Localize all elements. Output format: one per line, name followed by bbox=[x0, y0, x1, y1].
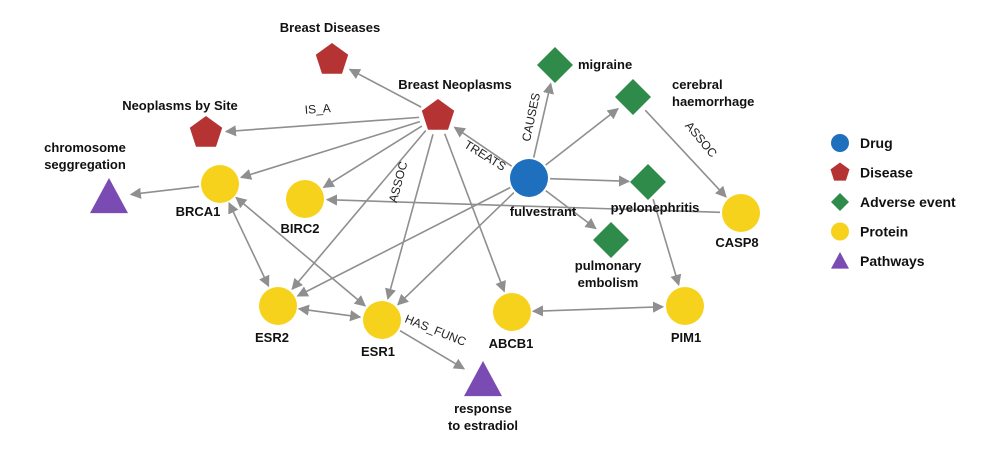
edge-label-treats: TREATS bbox=[462, 137, 509, 173]
legend-protein-icon bbox=[831, 222, 849, 241]
legend-label: Drug bbox=[860, 135, 893, 151]
edge-breast_neoplasms-to-breast_diseases bbox=[348, 68, 422, 108]
node-label-esr1: ESR1 bbox=[361, 344, 395, 359]
legend-item-drug: Drug bbox=[831, 134, 893, 152]
protein-icon bbox=[259, 287, 297, 325]
node-label-birc2: BIRC2 bbox=[280, 221, 319, 236]
legend-adverse-event-icon bbox=[831, 193, 849, 211]
node-label-migraine: migraine bbox=[578, 57, 632, 72]
edge-label-has_func: HAS_FUNC bbox=[403, 312, 469, 349]
legend-drug-icon bbox=[831, 134, 849, 152]
edge-label-assoc_1: ASSOC bbox=[386, 160, 410, 205]
edge-esr2-to-esr1 bbox=[297, 304, 362, 322]
adverse-event-icon bbox=[593, 222, 629, 258]
node-label-casp8: CASP8 bbox=[715, 235, 758, 250]
edge-cerebral_haemorrhage-to-casp8 bbox=[644, 109, 727, 198]
node-pyelonephritis: pyelonephritis bbox=[611, 164, 700, 215]
protein-icon bbox=[201, 165, 239, 203]
legend-disease-icon bbox=[830, 162, 850, 181]
edge-fulvestrant-to-breast_neoplasms bbox=[453, 126, 513, 167]
node-label-abcb1: ABCB1 bbox=[489, 336, 534, 351]
adverse-event-icon bbox=[537, 47, 573, 83]
node-abcb1: ABCB1 bbox=[489, 293, 534, 351]
disease-icon bbox=[189, 116, 223, 147]
legend-label: Disease bbox=[860, 165, 913, 181]
node-breast_diseases: Breast Diseases bbox=[280, 20, 380, 74]
node-neoplasms_by_site: Neoplasms by Site bbox=[122, 98, 238, 147]
edges bbox=[129, 68, 727, 370]
edge-pyelonephritis-to-pim1 bbox=[652, 199, 682, 286]
legend-item-pathway: Pathways bbox=[831, 252, 925, 269]
edge-breast_neoplasms-to-birc2 bbox=[322, 125, 423, 189]
legend-item-adverse-event: Adverse event bbox=[831, 193, 956, 211]
legend-pathway-icon bbox=[831, 252, 849, 269]
node-brca1: BRCA1 bbox=[176, 165, 239, 219]
protein-icon bbox=[363, 301, 401, 339]
node-label-neoplasms_by_site: Neoplasms by Site bbox=[122, 98, 238, 113]
legend-label: Protein bbox=[860, 224, 908, 240]
disease-icon bbox=[315, 43, 349, 74]
node-birc2: BIRC2 bbox=[280, 180, 324, 236]
adverse-event-icon bbox=[615, 79, 651, 115]
legend-item-disease: Disease bbox=[830, 162, 913, 181]
node-migraine: migraine bbox=[537, 47, 632, 83]
edge-breast_neoplasms-to-esr1 bbox=[385, 134, 434, 300]
edge-breast_neoplasms-to-brca1 bbox=[239, 120, 421, 180]
protein-icon bbox=[722, 194, 760, 232]
node-esr2: ESR2 bbox=[255, 287, 297, 345]
pathway-icon bbox=[464, 361, 502, 397]
node-label-pyelonephritis: pyelonephritis bbox=[611, 200, 700, 215]
protein-icon bbox=[286, 180, 324, 218]
edge-fulvestrant-to-esr1 bbox=[397, 192, 515, 306]
legend-label: Pathways bbox=[860, 253, 925, 269]
protein-icon bbox=[493, 293, 531, 331]
node-label-esr2: ESR2 bbox=[255, 330, 289, 345]
edge-fulvestrant-to-pulmonary_embolism bbox=[545, 190, 597, 230]
disease-icon bbox=[421, 99, 455, 130]
legend-item-protein: Protein bbox=[831, 222, 908, 241]
edge-breast_neoplasms-to-neoplasms_by_site bbox=[224, 116, 420, 137]
node-label-breast_neoplasms: Breast Neoplasms bbox=[398, 77, 511, 92]
edge-brca1-to-chromosome_segregation bbox=[129, 185, 200, 199]
edge-fulvestrant-to-cerebral_haemorrhage bbox=[545, 107, 619, 166]
legend-label: Adverse event bbox=[860, 194, 956, 210]
node-breast_neoplasms: Breast Neoplasms bbox=[398, 77, 512, 130]
node-label-pim1: PIM1 bbox=[671, 330, 701, 345]
edge-fulvestrant-to-migraine bbox=[532, 82, 554, 158]
edge-label-assoc_2: ASSOC bbox=[682, 119, 720, 160]
node-label-breast_diseases: Breast Diseases bbox=[280, 20, 380, 35]
protein-icon bbox=[666, 287, 704, 325]
adverse-event-icon bbox=[630, 164, 666, 200]
edge-brca1-to-esr1 bbox=[235, 196, 367, 307]
node-casp8: CASP8 bbox=[715, 194, 760, 250]
node-esr1: ESR1 bbox=[361, 301, 401, 359]
node-label-fulvestrant: fulvestrant bbox=[510, 204, 577, 219]
edge-esr1-to-response_to_estradiol bbox=[399, 330, 466, 370]
node-label-brca1: BRCA1 bbox=[176, 204, 221, 219]
node-fulvestrant: fulvestrant bbox=[510, 159, 577, 219]
edge-abcb1-to-pim1 bbox=[531, 301, 665, 317]
edge-label-is_a: IS_A bbox=[304, 101, 331, 117]
node-pim1: PIM1 bbox=[666, 287, 704, 345]
edge-breast_neoplasms-to-abcb1 bbox=[443, 133, 506, 293]
edge-brca1-to-esr2 bbox=[228, 201, 270, 288]
drug-icon bbox=[510, 159, 548, 197]
pathway-icon bbox=[90, 178, 128, 214]
edge-fulvestrant-to-pyelonephritis bbox=[549, 175, 631, 187]
edge-casp8-to-birc2 bbox=[325, 194, 721, 214]
